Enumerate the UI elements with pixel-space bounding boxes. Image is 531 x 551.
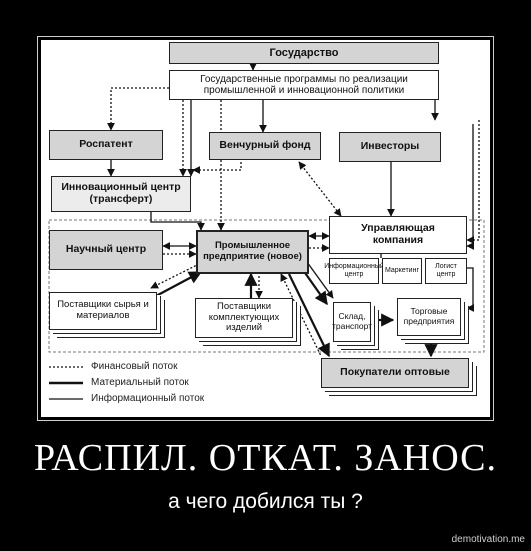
rospatent-label: Роспатент	[79, 138, 133, 151]
management-company-box: Управляющая компания	[329, 216, 467, 254]
venture-fund-box: Венчурный фонд	[209, 132, 321, 160]
management-company-label: Управляющая компания	[361, 222, 435, 246]
wholesale-buyers-label: Покупатели оптовые	[340, 366, 450, 379]
wholesale-buyers-box: Покупатели оптовые	[321, 358, 469, 388]
programs-box: Государственные программы по реализации …	[169, 70, 439, 100]
diagram-panel: Государство Государственные программы по…	[41, 40, 490, 417]
connector-enterprise-buyers	[288, 273, 330, 358]
connector-venture-innovation	[192, 162, 242, 174]
connector-logistics-trade	[466, 267, 475, 312]
legend-information: Информационный поток	[91, 393, 205, 404]
state-box: Государство	[169, 42, 439, 64]
connector-right-feedback-fin	[466, 120, 480, 244]
rospatent-box: Роспатент	[49, 130, 163, 160]
state-label: Государство	[269, 46, 339, 59]
logistics-center-box: Логист центр	[425, 258, 467, 284]
science-center-label: Научный центр	[65, 243, 147, 256]
investors-label: Инвесторы	[360, 140, 420, 153]
legend-financial: Финансовый поток	[91, 361, 178, 372]
innovation-center-box: Инновационный центр (трансферт)	[51, 176, 191, 212]
suppliers-raw-label: Поставщики сырья и материалов	[57, 299, 149, 321]
trade-enterprises-label: Торговые предприятия	[403, 306, 455, 326]
enterprise-label: Промышленное предприятие (новое)	[203, 240, 302, 262]
suppliers-parts-box: Поставщики комплектующих изделий	[195, 298, 293, 338]
warehouse-box: Склад, транспорт	[331, 302, 373, 342]
poster-frame: Государство Государственные программы по…	[37, 36, 494, 421]
suppliers-parts-label: Поставщики комплектующих изделий	[208, 301, 280, 334]
info-center-label: Информационный центр	[324, 263, 384, 278]
innovation-center-label: Инновационный центр (трансферт)	[61, 181, 181, 205]
legend-material: Материальный поток	[91, 377, 189, 388]
marketing-box: Маркетинг	[382, 258, 422, 284]
connector-enterprise-warehouse	[302, 269, 328, 306]
connector-innovation-enterprise	[150, 212, 205, 231]
connector-right-feedback-info	[466, 124, 475, 250]
poster-subtitle: а чего добился ты ?	[168, 490, 363, 513]
info-center-box: Информационный центр	[324, 258, 384, 284]
connector-enterprise-buyers-fin	[280, 273, 322, 357]
connector-programs-rospatent	[107, 87, 169, 131]
trade-enterprises-box: Торговые предприятия	[397, 298, 461, 336]
connector-layer	[48, 62, 485, 400]
science-center-box: Научный центр	[49, 230, 163, 270]
enterprise-box: Промышленное предприятие (новое)	[196, 230, 309, 274]
programs-label: Государственные программы по реализации …	[200, 73, 408, 96]
enterprise-region-outline	[48, 219, 485, 353]
marketing-label: Маркетинг	[384, 267, 420, 275]
connector-raw-enterprise-fin	[150, 263, 200, 289]
site-watermark: demotivation.me	[451, 534, 525, 545]
investors-box: Инвесторы	[339, 132, 441, 162]
connector-raw-enterprise	[155, 271, 203, 297]
logistics-center-label: Логист центр	[435, 263, 457, 278]
warehouse-label: Склад, транспорт	[331, 311, 373, 331]
poster-title: РАСПИЛ. ОТКАТ. ЗАНОС.	[33, 437, 497, 479]
venture-fund-label: Венчурный фонд	[219, 139, 311, 152]
connector-venture-management	[298, 161, 342, 217]
connector-enterprise-warehouse-info	[306, 261, 334, 299]
suppliers-raw-box: Поставщики сырья и материалов	[49, 292, 157, 330]
